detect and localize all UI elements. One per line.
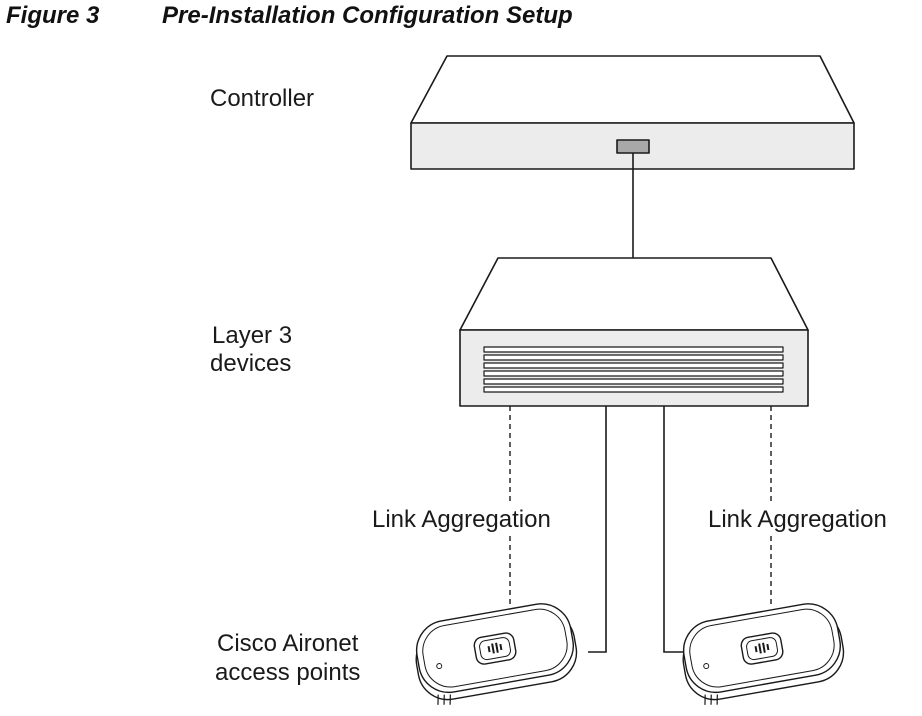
controller-device (410, 55, 855, 170)
ap-right-cable (663, 406, 684, 653)
label-link-aggregation-left: Link Aggregation (372, 506, 551, 533)
figure-label: Figure 3 (6, 2, 100, 29)
label-controller: Controller (210, 85, 314, 112)
controller-port-icon (616, 139, 650, 154)
access-point-status-led-icon (436, 663, 443, 670)
label-layer3-line2: devices (210, 350, 291, 377)
figure-title: Pre-Installation Configuration Setup (162, 2, 573, 29)
controller-top-face (410, 55, 855, 124)
label-access-points-line2: access points (215, 659, 360, 686)
switch-top-face (459, 257, 809, 331)
label-access-points-line1: Cisco Aironet (217, 630, 359, 657)
switch-vent-grille-icon (483, 346, 784, 393)
access-point-status-led-icon (703, 663, 710, 670)
layer3-switch-device (459, 257, 809, 407)
access-point-right (682, 603, 845, 705)
ap-left-cable (588, 406, 607, 653)
label-layer3-line1: Layer 3 (212, 322, 292, 349)
access-point-left (415, 603, 578, 705)
label-link-aggregation-right: Link Aggregation (708, 506, 887, 533)
